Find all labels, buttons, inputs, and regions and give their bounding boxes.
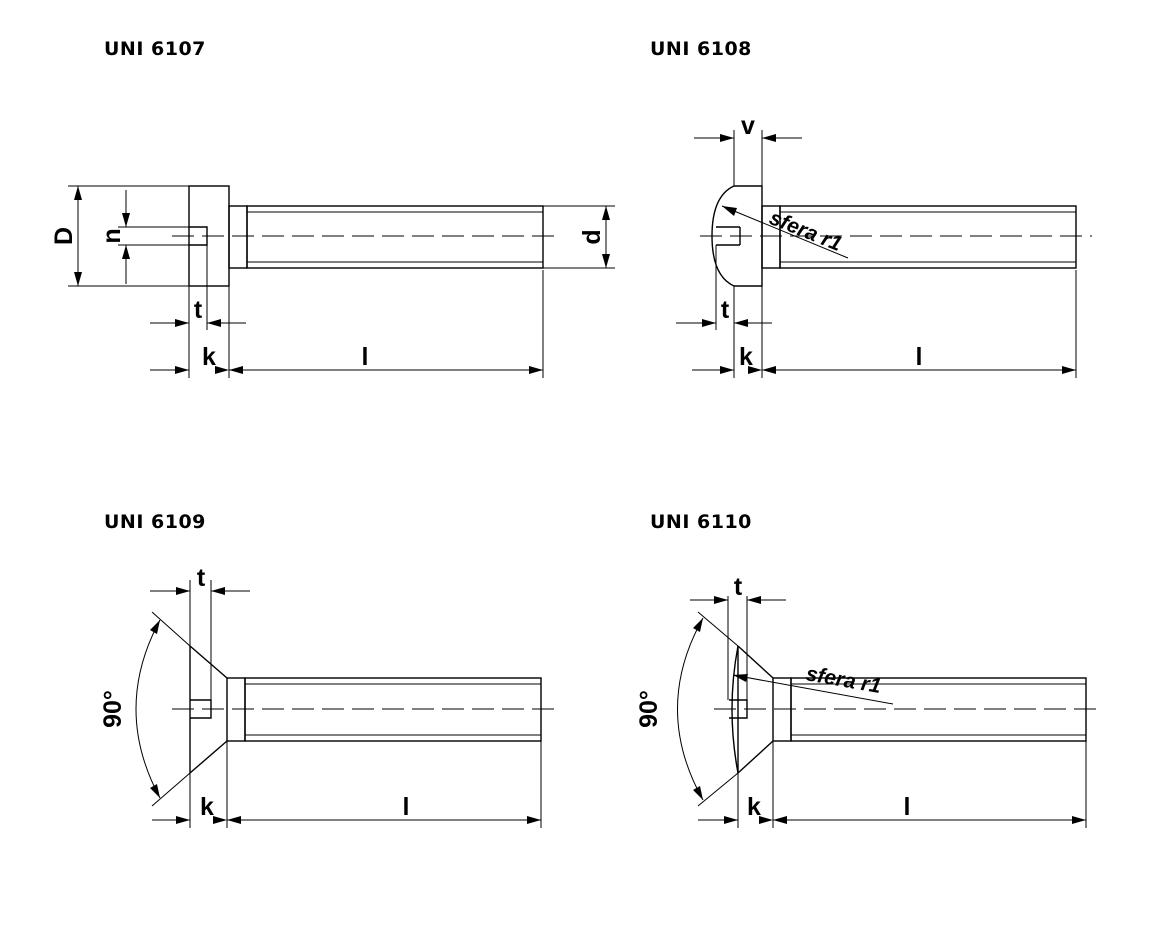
dim-label-t: t xyxy=(721,296,730,324)
dim-label-l: l xyxy=(904,793,911,821)
dim-label-sfera: sfera r1 xyxy=(766,206,845,256)
screw-drawing-uni-6108: v sfera r1 t k l xyxy=(676,112,1092,378)
dim-label-v: v xyxy=(741,112,755,140)
panel-title-uni-6109: UNI 6109 xyxy=(104,511,206,533)
dim-label-n: n xyxy=(98,228,126,243)
dim-label-l: l xyxy=(362,343,369,371)
dim-label-k: k xyxy=(747,793,761,821)
screw-drawing-uni-6109: t 90° k l xyxy=(99,564,556,828)
screw-drawing-uni-6107: D n d t xyxy=(50,185,615,378)
dim-label-l: l xyxy=(403,793,410,821)
dim-label-t: t xyxy=(197,564,206,592)
screw-drawing-uni-6110: t sfera r1 90° k l xyxy=(635,573,1102,828)
panel-title-uni-6110: UNI 6110 xyxy=(650,511,752,533)
panel-title-uni-6108: UNI 6108 xyxy=(650,38,752,60)
dim-label-d: d xyxy=(578,229,606,244)
dim-label-D: D xyxy=(50,227,78,245)
dim-label-l: l xyxy=(916,343,923,371)
dim-label-sfera: sfera r1 xyxy=(804,662,883,698)
dim-label-k: k xyxy=(202,343,216,371)
dim-label-t: t xyxy=(194,296,203,324)
dim-label-angle: 90° xyxy=(99,690,127,728)
panel-title-uni-6107: UNI 6107 xyxy=(104,38,206,60)
dim-label-k: k xyxy=(200,793,214,821)
dim-label-angle: 90° xyxy=(635,690,663,728)
dim-label-t: t xyxy=(734,573,743,601)
dim-label-k: k xyxy=(739,343,753,371)
